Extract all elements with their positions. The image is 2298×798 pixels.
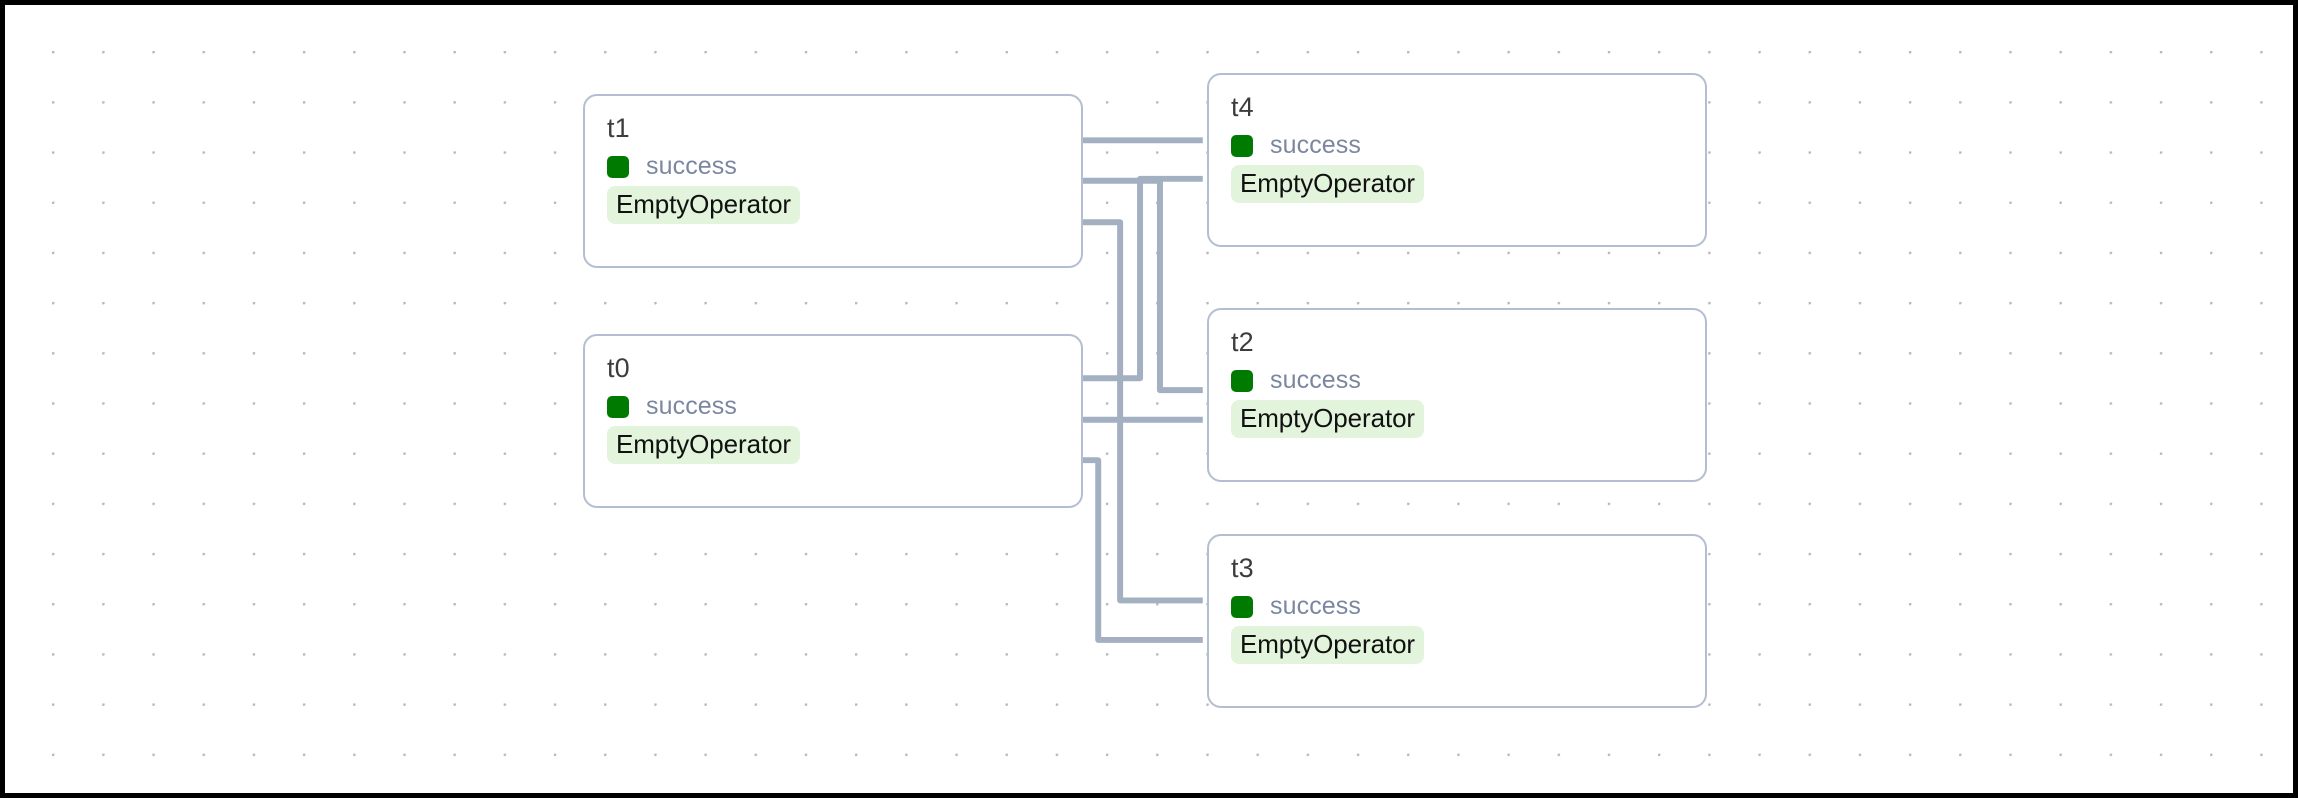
- task-node-title-t2: t2: [1231, 327, 1254, 357]
- edge-t1-to-t2: [1078, 177, 1203, 394]
- task-node-title-t4: t4: [1231, 92, 1254, 122]
- edge-t1-to-t3: [1078, 219, 1203, 604]
- success-square-icon: [1231, 134, 1253, 157]
- task-operator-badge-t3: EmptyOperator: [1231, 626, 1424, 664]
- task-status-row: success: [1231, 133, 1361, 158]
- edge-t0-to-t3: [1078, 457, 1203, 643]
- task-operator-badge-t0: EmptyOperator: [607, 426, 800, 464]
- task-status-row: success: [1231, 368, 1361, 393]
- task-status-label-t2: success: [1270, 366, 1362, 395]
- task-status-row: success: [1231, 594, 1361, 619]
- task-status-label-t4: success: [1270, 131, 1362, 160]
- success-square-icon: [607, 155, 629, 178]
- task-operator-badge-t1: EmptyOperator: [607, 186, 800, 224]
- task-node-title-t0: t0: [607, 353, 630, 383]
- task-node-title-t1: t1: [607, 113, 630, 143]
- edge-layer: [1078, 137, 1203, 643]
- task-status-label-t0: success: [646, 392, 738, 421]
- task-node-body: t4 success EmptyOperator: [1209, 75, 1705, 219]
- task-status-label-t3: success: [1270, 592, 1362, 621]
- task-node-body: t3 success EmptyOperator: [1209, 536, 1705, 680]
- task-node-body: t1 success EmptyOperator: [585, 96, 1081, 240]
- task-node-title-t3: t3: [1231, 553, 1254, 583]
- success-square-icon: [607, 395, 629, 418]
- task-status-row: success: [607, 394, 737, 419]
- task-node-body: t0 success EmptyOperator: [585, 336, 1081, 480]
- task-operator-badge-t2: EmptyOperator: [1231, 400, 1424, 438]
- task-node-t2[interactable]: t2 success EmptyOperator: [1207, 308, 1707, 482]
- task-node-t1[interactable]: t1 success EmptyOperator: [583, 94, 1083, 268]
- edge-t0-to-t4: [1078, 175, 1203, 382]
- task-status-row: success: [607, 154, 737, 179]
- task-node-t0[interactable]: t0 success EmptyOperator: [583, 334, 1083, 508]
- task-operator-badge-t4: EmptyOperator: [1231, 165, 1424, 203]
- task-node-body: t2 success EmptyOperator: [1209, 310, 1705, 454]
- success-square-icon: [1231, 369, 1253, 392]
- task-node-t4[interactable]: t4 success EmptyOperator: [1207, 73, 1707, 247]
- task-status-label-t1: success: [646, 152, 738, 181]
- task-node-t3[interactable]: t3 success EmptyOperator: [1207, 534, 1707, 708]
- success-square-icon: [1231, 595, 1253, 618]
